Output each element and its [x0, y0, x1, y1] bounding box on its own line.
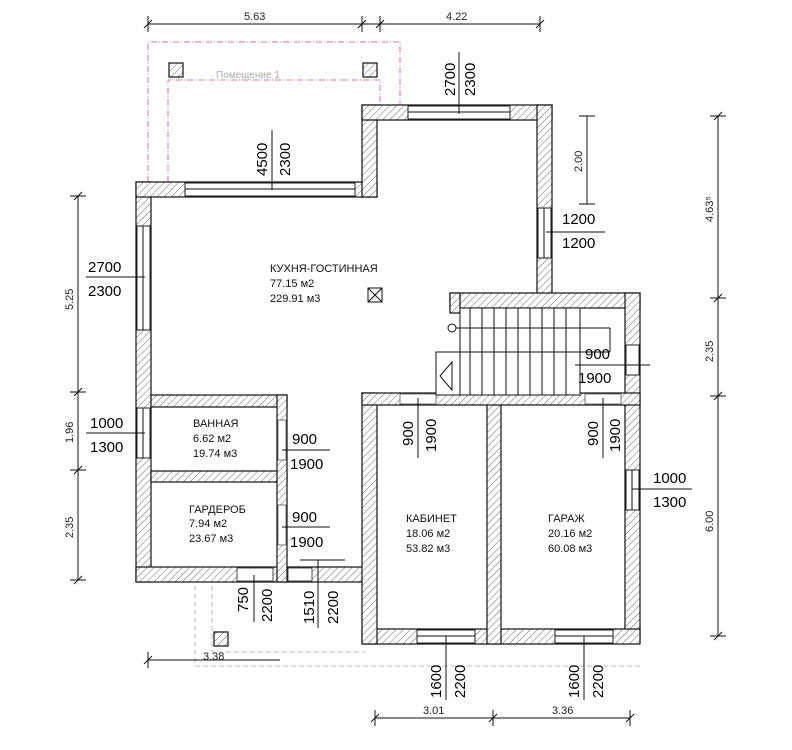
opening-label: 2700	[88, 259, 121, 276]
room-volume: 53.82 м3	[406, 543, 450, 555]
room-volume: 23.67 м3	[189, 533, 233, 545]
opening-label: 1200	[562, 235, 595, 252]
room-name: КАБИНЕТ	[406, 513, 457, 525]
opening-label: 2200	[325, 591, 342, 624]
dim-top-right: 4.22	[446, 11, 467, 23]
column-marker-icon	[362, 62, 378, 78]
room-area: 18.06 м2	[406, 528, 450, 540]
dim-right-d: 2.00	[573, 151, 585, 172]
dim-left-b: 1.96	[64, 422, 76, 443]
opening-label: 2200	[452, 665, 469, 698]
room-area: 7.94 м2	[189, 518, 227, 530]
left-dimension: 5.25 1.96 2.35	[64, 191, 86, 585]
opening-label: 900	[292, 431, 317, 448]
opening-label: 1600	[566, 665, 583, 698]
opening-label: 2200	[590, 665, 607, 698]
opening-label: 2300	[462, 63, 479, 96]
room-area: 77.15 м2	[270, 278, 314, 290]
room-name: ГАРДЕРОБ	[189, 504, 246, 516]
dim-right-a: 4.63⁵	[704, 196, 716, 222]
opening-label: 900	[400, 421, 417, 446]
placeholder-terrace-outline	[194, 586, 642, 667]
opening-label: 1900	[290, 534, 323, 551]
room-kitchen-living: КУХНЯ-ГОСТИННАЯ 77.15 м2 229.91 м3	[270, 263, 378, 305]
opening-annotations: 2700 2300 4500 2300 1200 1200 2700 2300 …	[86, 52, 692, 700]
room-area: 6.62 м2	[193, 433, 231, 445]
opening-label: 750	[235, 587, 252, 612]
opening-label: 1900	[423, 419, 440, 452]
dim-right-c: 6.00	[704, 511, 716, 532]
room-area: 20.16 м2	[548, 528, 592, 540]
dim-left-c: 2.35	[64, 517, 76, 538]
room-cabinet: КАБИНЕТ 18.06 м2 53.82 м3	[406, 513, 457, 555]
opening-label: 900	[292, 509, 317, 526]
opening-label: 1200	[562, 211, 595, 228]
room-name: КУХНЯ-ГОСТИННАЯ	[270, 263, 378, 275]
opening-label: 2700	[442, 63, 459, 96]
opening-label: 1900	[607, 419, 624, 452]
room-bathroom: ВАННАЯ 6.62 м2 19.74 м3	[193, 418, 239, 460]
opening-label: 1000	[90, 415, 123, 432]
dim-right-b: 2.35	[704, 341, 716, 362]
dim-top-left: 5.63	[244, 11, 265, 23]
opening-label: 1000	[653, 470, 686, 487]
opening-label: 1300	[653, 494, 686, 511]
column-marker-icon	[213, 631, 229, 647]
room-name: ГАРАЖ	[548, 513, 585, 525]
dim-bottom-right: 3.36	[552, 705, 573, 717]
opening-label: 2300	[88, 283, 121, 300]
dim-bottom-left: 3.38	[203, 651, 224, 663]
room-name: ВАННАЯ	[193, 418, 239, 430]
dim-left-a: 5.25	[64, 289, 76, 310]
staircase	[435, 307, 611, 396]
opening-label: 4500	[254, 143, 271, 176]
right-dimension: 4.63⁵ 2.35 6.00 2.00	[573, 111, 726, 641]
bottom-dimension: 3.38 3.01 3.36	[143, 651, 635, 726]
opening-label: 1510	[301, 591, 318, 624]
opening-label: 900	[585, 346, 610, 363]
opening-label: 2300	[277, 143, 294, 176]
opening-label: 2200	[259, 589, 276, 622]
opening-label: 900	[585, 421, 602, 446]
opening-label: 1900	[290, 456, 323, 473]
room-wardrobe: ГАРДЕРОБ 7.94 м2 23.67 м3	[189, 504, 246, 545]
top-dimension: 5.63 4.22	[143, 11, 545, 32]
opening-label: 1600	[428, 665, 445, 698]
opening-label: 1900	[578, 370, 611, 387]
room-volume: 60.08 м3	[548, 543, 592, 555]
room-volume: 229.91 м3	[270, 293, 320, 305]
opening-label: 1300	[90, 439, 123, 456]
column-marker-icon	[168, 62, 184, 78]
room-garage: ГАРАЖ 20.16 м2 60.08 м3	[548, 513, 592, 555]
dim-bottom-mid: 3.01	[423, 705, 444, 717]
stair-arrow-icon	[439, 360, 453, 392]
room-volume: 19.74 м3	[193, 448, 237, 460]
placeholder-room-label: Помещение 1	[216, 70, 280, 81]
